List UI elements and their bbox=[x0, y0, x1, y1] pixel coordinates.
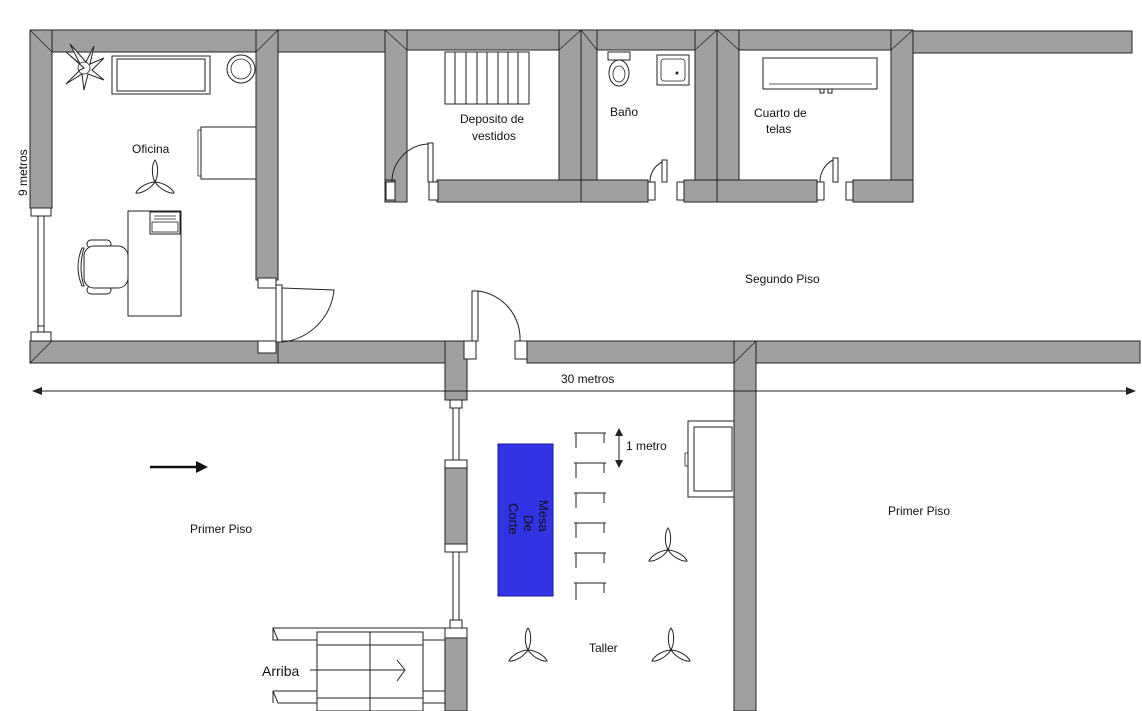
sewing-table bbox=[574, 432, 606, 448]
ceiling-fan-icon bbox=[135, 159, 175, 194]
telas-door bbox=[816, 157, 854, 201]
mesa-text-2: De bbox=[521, 515, 536, 532]
round-stool-icon bbox=[226, 54, 256, 84]
ceiling-fan-icon bbox=[648, 527, 688, 562]
wall-deposito-bottom bbox=[436, 179, 582, 203]
dimension-1-metro bbox=[615, 428, 623, 468]
wall-telas-left bbox=[716, 29, 740, 203]
office-door bbox=[275, 284, 335, 343]
ceiling-fan-icon bbox=[508, 627, 548, 662]
sewing-table bbox=[574, 552, 606, 568]
wall-deposito-left bbox=[384, 29, 408, 203]
wall-bano-left bbox=[580, 29, 598, 203]
cutting-table-label: Mesa De Corte bbox=[506, 500, 551, 535]
label-deposito-2: vestidos bbox=[472, 129, 516, 143]
label-30-metros: 30 metros bbox=[561, 372, 614, 386]
cabinet-icon bbox=[197, 126, 257, 180]
taller-cabinet-icon bbox=[684, 420, 735, 498]
label-arriba: Arriba bbox=[262, 663, 300, 679]
walls bbox=[29, 29, 1141, 711]
deposito-door bbox=[385, 142, 439, 201]
fabric-table-icon bbox=[762, 57, 878, 94]
mesa-text-1: Mesa bbox=[536, 500, 551, 533]
office-window bbox=[30, 207, 52, 342]
wall-office-bottom bbox=[29, 340, 279, 364]
sofa-icon bbox=[111, 55, 211, 95]
label-oficina: Oficina bbox=[132, 142, 170, 156]
direction-arrow-icon bbox=[150, 461, 208, 473]
label-bano: Baño bbox=[610, 105, 638, 119]
wall-middle-left bbox=[277, 340, 466, 364]
wall-top-link bbox=[277, 29, 386, 53]
dimension-width bbox=[32, 387, 1136, 395]
wall-top-right bbox=[912, 30, 1133, 54]
plant-icon bbox=[65, 43, 105, 91]
wall-taller-right bbox=[733, 340, 757, 711]
wall-office-right-upper bbox=[255, 29, 279, 281]
sewing-tables bbox=[574, 432, 606, 600]
label-9-metros: 9 metros bbox=[16, 149, 30, 196]
clothes-rack-icon bbox=[444, 51, 530, 105]
wall-bano-bottom-left bbox=[580, 179, 649, 203]
wall-office-left bbox=[29, 29, 53, 209]
mesa-text-3: Corte bbox=[506, 503, 521, 535]
cutting-table bbox=[497, 443, 554, 597]
office-door-jamb-top bbox=[257, 277, 277, 289]
wall-bano-bottom-right bbox=[683, 179, 718, 203]
office-chair-icon bbox=[77, 239, 129, 295]
bano-door bbox=[647, 159, 685, 201]
sewing-table bbox=[574, 522, 606, 538]
wall-office-top bbox=[29, 29, 279, 53]
wall-corner-marks bbox=[29, 29, 914, 364]
main-door bbox=[463, 290, 528, 360]
toilet-icon bbox=[607, 51, 631, 87]
desk-icon bbox=[127, 210, 182, 317]
label-telas-2: telas bbox=[766, 122, 791, 136]
sink-icon bbox=[656, 54, 690, 86]
wall-telas-bottom-right bbox=[852, 179, 914, 203]
sewing-table bbox=[574, 582, 606, 600]
wall-bano-right bbox=[694, 29, 718, 203]
label-1-metro: 1 metro bbox=[626, 439, 667, 453]
ceiling-fan-icon bbox=[651, 627, 691, 662]
taller-window bbox=[444, 399, 468, 629]
label-primer-piso-left: Primer Piso bbox=[190, 522, 252, 536]
label-taller: Taller bbox=[589, 641, 618, 655]
room-labels: Oficina Deposito de vestidos Baño Cuarto… bbox=[16, 105, 950, 679]
wall-middle-right bbox=[526, 340, 1141, 364]
label-telas-1: Cuarto de bbox=[754, 106, 807, 120]
wall-telas-bottom-left bbox=[716, 179, 818, 203]
sewing-table bbox=[574, 462, 606, 478]
label-primer-piso-right: Primer Piso bbox=[888, 504, 950, 518]
stairs-icon bbox=[272, 627, 468, 711]
wall-telas-right bbox=[890, 29, 914, 203]
wall-deposito-top bbox=[384, 29, 582, 51]
label-deposito-1: Deposito de bbox=[460, 112, 524, 126]
wall-deposito-right bbox=[558, 29, 582, 203]
label-segundo-piso: Segundo Piso bbox=[745, 272, 820, 286]
wall-telas-top bbox=[716, 29, 914, 51]
office-door-jamb-bottom bbox=[257, 340, 277, 354]
sewing-table bbox=[574, 492, 606, 508]
